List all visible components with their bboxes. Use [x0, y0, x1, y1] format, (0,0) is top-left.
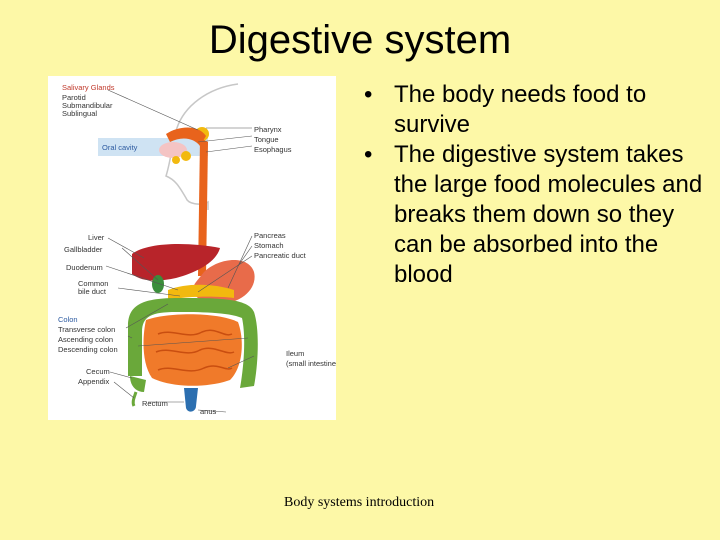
- label-tongue: Tongue: [254, 135, 279, 144]
- label-rectum: Rectum: [142, 399, 168, 408]
- liver-shape: [132, 244, 220, 281]
- label-oral-cavity: Oral cavity: [102, 143, 138, 152]
- label-parotid: Parotid: [62, 93, 86, 102]
- gallbladder-shape: [152, 275, 164, 293]
- label-pharynx: Pharynx: [254, 125, 282, 134]
- label-salivary-glands: Salivary Glands: [62, 83, 115, 92]
- label-small-intestine: (small intestine): [286, 359, 336, 368]
- label-gallbladder: Gallbladder: [64, 245, 103, 254]
- slide-footer: Body systems introduction: [284, 495, 435, 510]
- label-colon: Colon: [58, 315, 78, 324]
- label-cecum: Cecum: [86, 367, 110, 376]
- label-submandibular: Submandibular: [62, 101, 113, 110]
- pancreas-shape: [168, 284, 234, 300]
- label-pancreatic-duct: Pancreatic duct: [254, 251, 307, 260]
- intestine-folds: [155, 329, 235, 372]
- slide-title: Digestive system: [208, 18, 512, 62]
- leader-lines: [105, 89, 255, 413]
- label-transverse-colon: Transverse colon: [58, 325, 115, 334]
- label-stomach: Stomach: [254, 241, 284, 250]
- label-common: Common: [78, 279, 108, 288]
- label-pancreas: Pancreas: [254, 231, 286, 240]
- label-appendix: Appendix: [78, 377, 110, 386]
- bullet-text: The body needs food to survive: [394, 81, 647, 138]
- tongue-shape: [159, 142, 187, 158]
- label-anus: anus: [200, 407, 217, 416]
- cecum-shape: [130, 376, 146, 392]
- bullet-icon: •: [364, 141, 373, 168]
- digestive-system-illustration: Salivary Glands Parotid Submandibular Su…: [58, 83, 336, 416]
- bullet-item: • The digestive system takes the large fo…: [364, 140, 704, 290]
- rectum-shape: [184, 388, 198, 412]
- colon-shape: [128, 298, 258, 388]
- submandibular-gland: [181, 151, 191, 161]
- label-descending-colon: Descending colon: [58, 345, 118, 354]
- bullet-list: • The body needs food to survive • The dig…: [364, 80, 704, 290]
- bullet-icon: •: [364, 81, 373, 108]
- label-ileum: Ileum: [286, 349, 304, 358]
- digestive-system-diagram: Salivary Glands Parotid Submandibular Su…: [48, 76, 336, 420]
- bullet-text: The digestive system takes the large foo…: [394, 141, 703, 288]
- label-sublingual: Sublingual: [62, 109, 97, 118]
- small-intestine-shape: [143, 314, 242, 386]
- label-esophagus: Esophagus: [254, 145, 292, 154]
- appendix-shape: [131, 391, 138, 407]
- bullet-item: • The body needs food to survive: [364, 80, 704, 140]
- label-bile-duct: bile duct: [78, 287, 107, 296]
- esophagus-shape: [198, 138, 208, 276]
- label-ascending-colon: Ascending colon: [58, 335, 113, 344]
- head-outline: [165, 83, 239, 210]
- pharynx-shape: [166, 127, 206, 146]
- sublingual-gland: [172, 156, 180, 164]
- label-liver: Liver: [88, 233, 105, 242]
- label-duodenum: Duodenum: [66, 263, 103, 272]
